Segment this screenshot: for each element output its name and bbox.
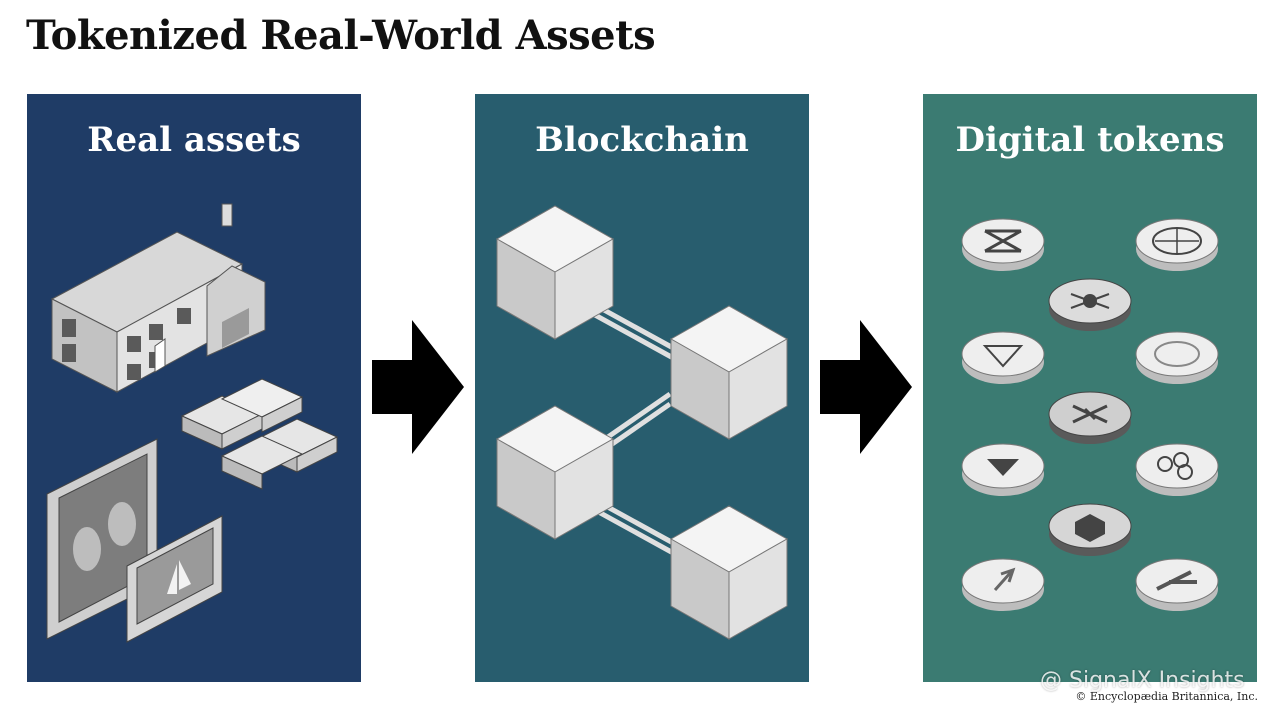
block-icon <box>495 405 615 540</box>
gold-bars-icon <box>180 378 339 490</box>
panel-real-assets: Real assets <box>27 94 361 682</box>
globe-token-icon <box>1135 218 1219 271</box>
grid-token-icon <box>1135 331 1219 384</box>
swirl-token-icon <box>1135 443 1219 496</box>
block-icon <box>495 205 615 340</box>
blockchain-illustration <box>475 94 809 682</box>
network-token-icon <box>1048 278 1132 331</box>
currency-token-icon <box>1048 391 1132 444</box>
arrow-right-icon <box>820 320 912 454</box>
paintings-icon <box>46 438 223 643</box>
panel-heading: Blockchain <box>535 120 749 160</box>
page-title: Tokenized Real-World Assets <box>26 12 656 59</box>
digital-tokens-illustration <box>923 94 1257 682</box>
house-icon <box>50 203 266 393</box>
block-icon <box>669 305 789 440</box>
rocket-token-icon <box>961 558 1045 611</box>
stroke-token-icon <box>1135 558 1219 611</box>
panel-heading: Real assets <box>87 120 301 160</box>
real-assets-illustration <box>27 94 361 682</box>
cube-token-icon <box>1048 503 1132 556</box>
panel-digital-tokens: Digital tokens <box>923 94 1257 682</box>
watermark: @ SignalX Insights <box>1040 668 1245 693</box>
panel-heading: Digital tokens <box>955 120 1225 160</box>
block-icon <box>669 505 789 640</box>
triangle-token-icon <box>961 443 1045 496</box>
copyright-credit: © Encyclopædia Britannica, Inc. <box>1075 690 1258 703</box>
panel-blockchain: Blockchain <box>475 94 809 682</box>
diamond-token-icon <box>961 331 1045 384</box>
hourglass-token-icon <box>961 218 1045 271</box>
arrow-right-icon <box>372 320 464 454</box>
